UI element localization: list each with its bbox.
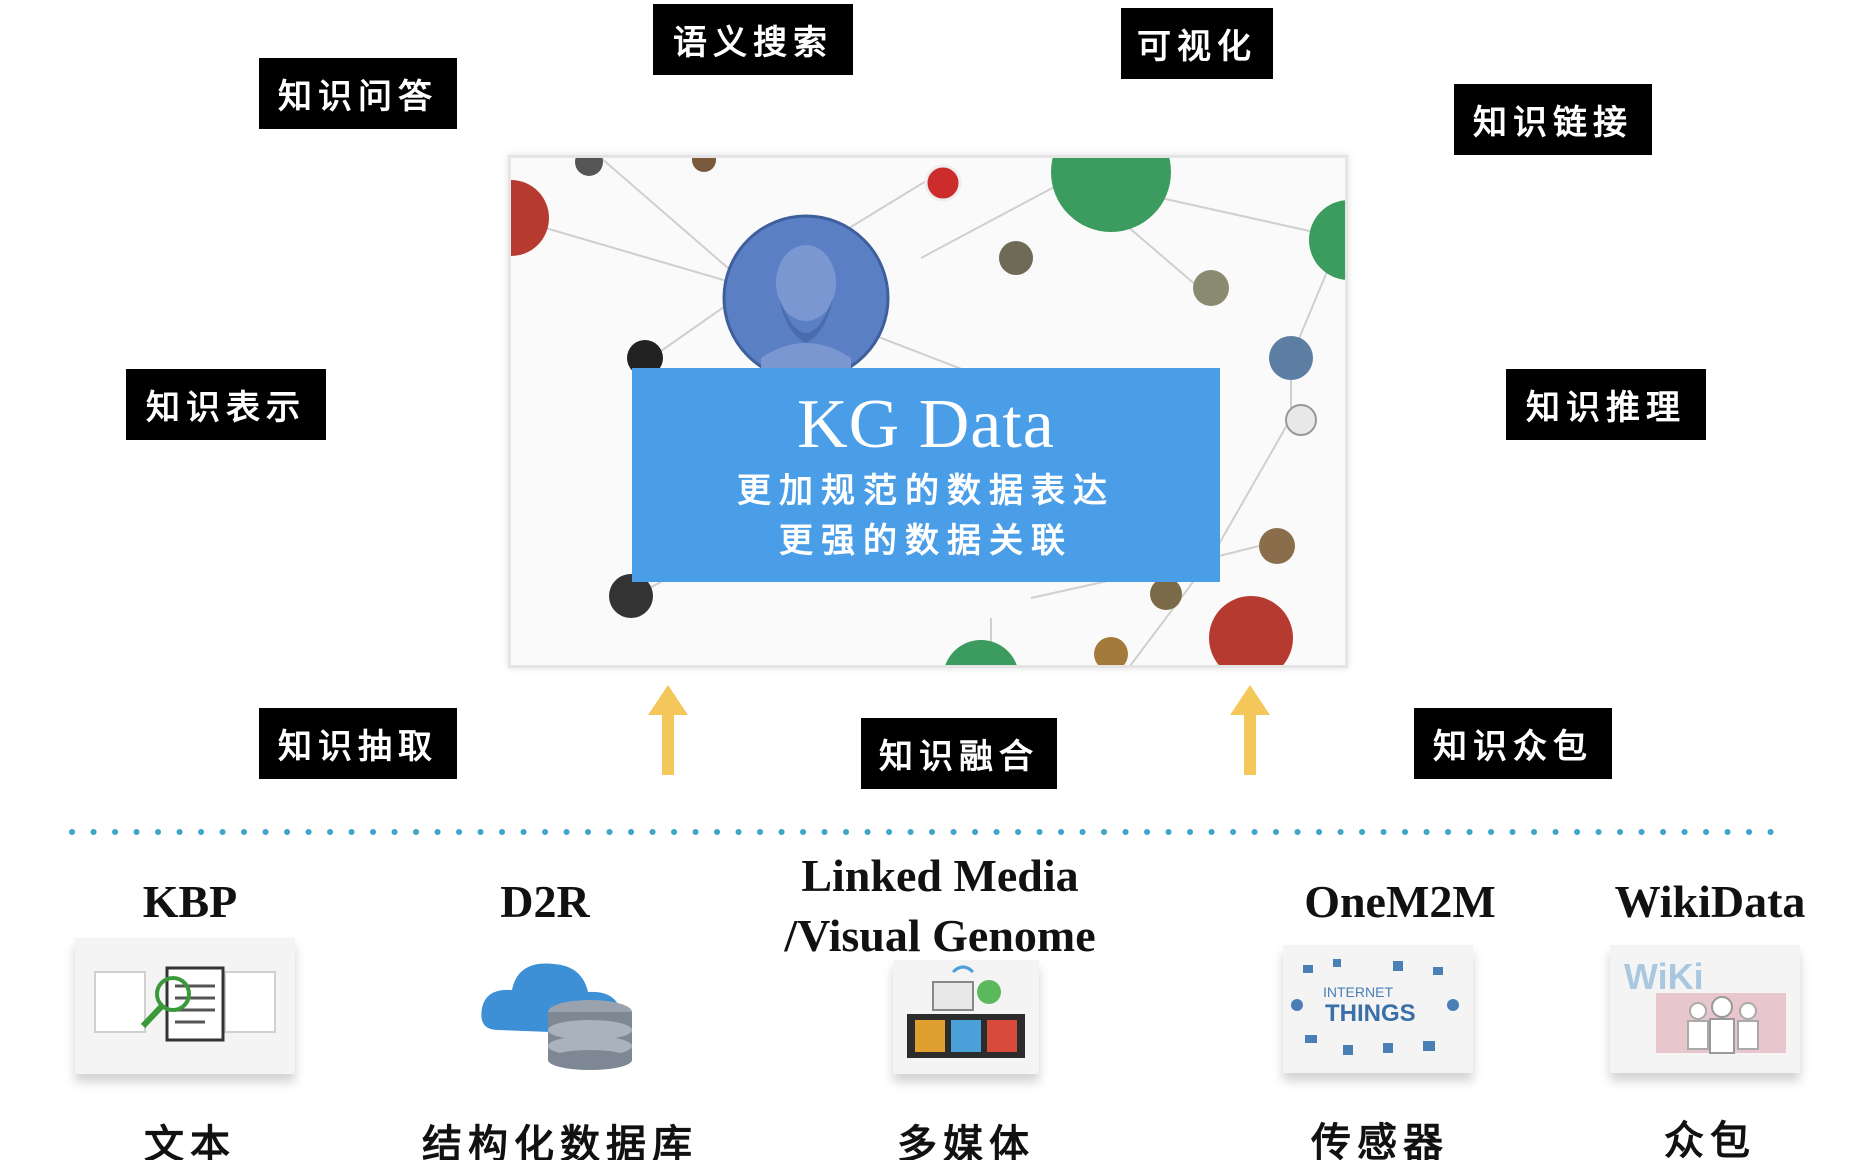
label-visualization: 可视化 [1121,8,1273,79]
source-category-crowdsourcing: 众包 [1610,1108,1810,1160]
kg-data-line-2: 更强的数据关联 [632,516,1220,566]
document-search-icon [75,938,295,1074]
source-name-visual-genome: /Visual Genome [740,906,1140,966]
wiki-crowd-icon: WiKi [1610,945,1800,1073]
graph-node-green [943,640,1019,668]
arrow-up-icon [648,685,688,775]
svg-text:THINGS: THINGS [1325,1000,1416,1027]
source-name-linked-media: Linked Media [740,846,1140,906]
dotted-divider [68,828,1788,836]
label-knowledge-qa: 知识问答 [259,58,457,129]
graph-node-green [1309,200,1348,280]
internet-of-things-icon: INTERNET THINGS [1283,945,1473,1073]
cloud-database-icon [478,950,648,1070]
svg-text:WiKi: WiKi [1624,956,1704,997]
graph-node-red [511,180,549,256]
label-knowledge-linking: 知识链接 [1454,84,1652,155]
kg-data-title: KG Data [632,390,1220,460]
graph-node-red [1209,596,1293,668]
kg-data-line-1: 更加规范的数据表达 [632,466,1220,516]
source-name-onem2m: OneM2M [1270,872,1530,932]
source-name-wikidata: WikiData [1590,872,1830,932]
arrow-up-icon [1230,685,1270,775]
label-knowledge-reasoning: 知识推理 [1506,369,1706,440]
source-category-structured-db: 结构化数据库 [400,1112,720,1160]
kg-data-box: KG Data 更加规范的数据表达 更强的数据关联 [632,368,1220,582]
label-knowledge-extraction: 知识抽取 [259,708,457,779]
source-category-text: 文本 [90,1112,290,1160]
source-category-sensor: 传感器 [1280,1110,1480,1160]
source-name-kbp: KBP [90,872,290,932]
graph-node-green [1051,158,1171,232]
source-name-d2r: D2R [445,872,645,932]
label-knowledge-representation: 知识表示 [126,369,326,440]
label-semantic-search: 语义搜索 [653,4,853,75]
source-category-multimedia: 多媒体 [866,1112,1066,1160]
svg-text:INTERNET: INTERNET [1323,984,1393,1000]
label-knowledge-crowdsourcing: 知识众包 [1414,708,1612,779]
label-knowledge-fusion: 知识融合 [861,718,1057,789]
multimedia-icon [893,960,1039,1074]
